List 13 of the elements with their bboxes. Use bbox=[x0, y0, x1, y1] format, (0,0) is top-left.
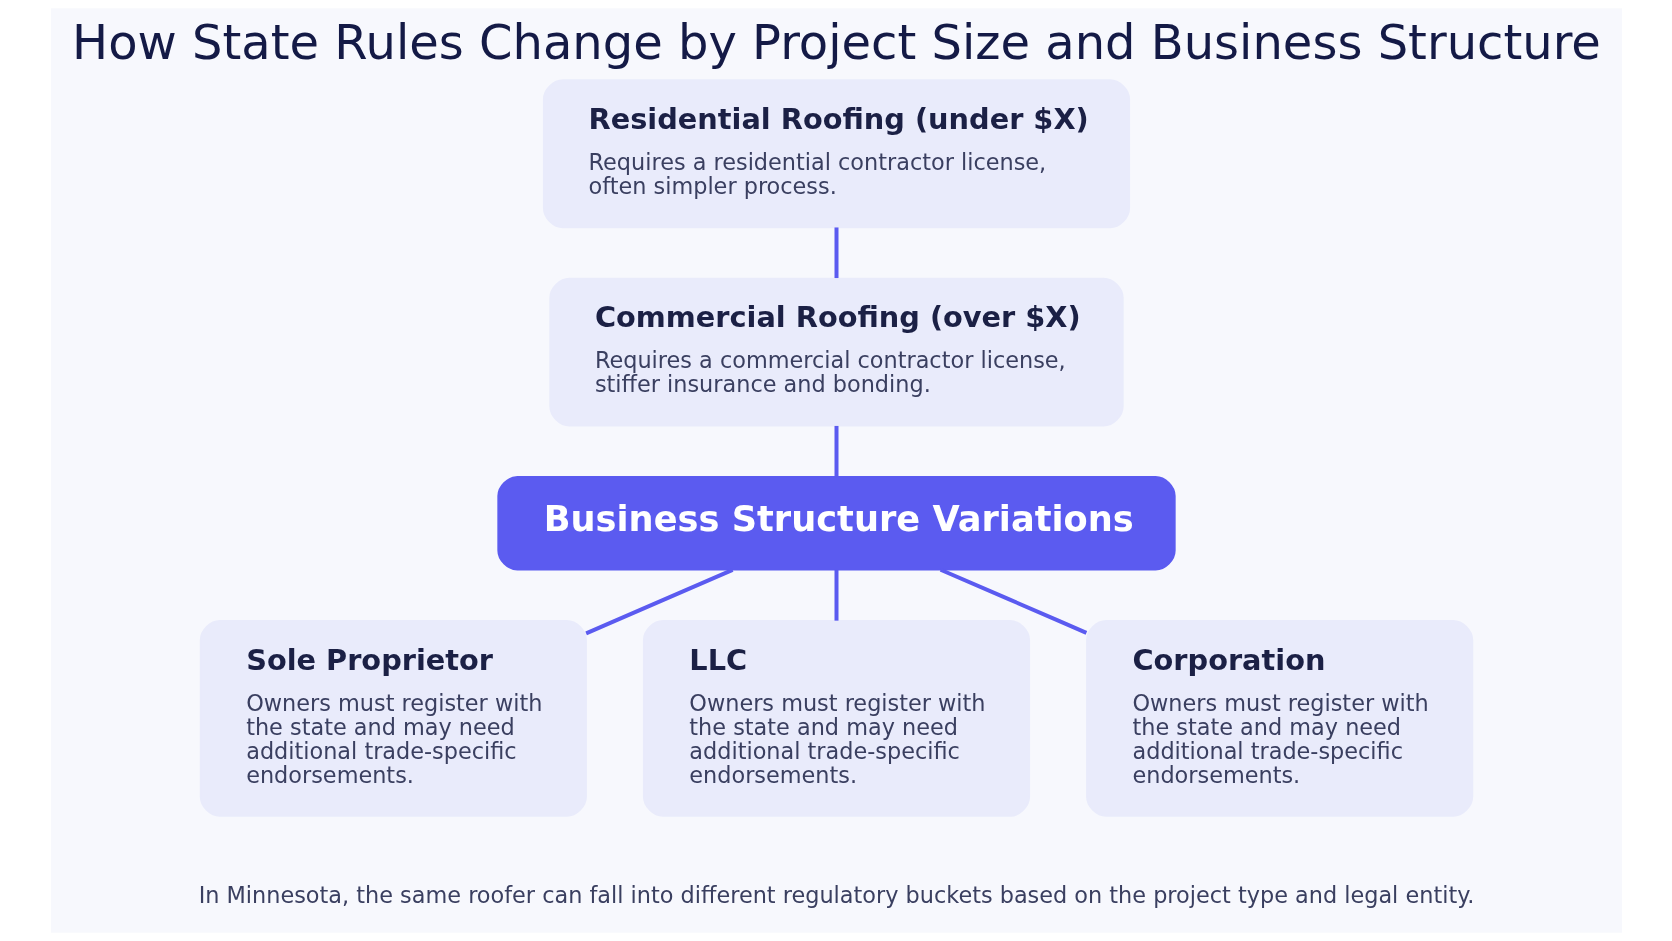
connector bbox=[834, 569, 838, 621]
node-box: Corporation Owners must register with the state and may need additional trade-specific endorsements. bbox=[1085, 620, 1473, 817]
node-box: Sole Proprietor Owners must register with the state and may need additional trade-specific endorsements. bbox=[199, 620, 587, 817]
connector bbox=[584, 568, 733, 636]
node-box: Business Structure Variations bbox=[496, 476, 1176, 571]
node-box: Residential Roofing (under $X) Requires a residential contractor license, often simpler process. bbox=[542, 79, 1130, 229]
caption: In Minnesota, the same roofer can fall into different regulatory buckets based on the project type and legal entity. bbox=[198, 881, 1474, 908]
connector bbox=[939, 567, 1087, 635]
node-box: Commercial Roofing (over $X) Requires a commercial contractor license, stiffer insurance and bonding. bbox=[548, 277, 1124, 427]
connector bbox=[834, 425, 838, 477]
diagram-title: How State Rules Change by Project Size and Business Structure bbox=[71, 14, 1601, 71]
connector bbox=[834, 227, 838, 279]
node-box: LLC Owners must register with the state and may need additional trade-specific endorsements. bbox=[642, 620, 1030, 817]
